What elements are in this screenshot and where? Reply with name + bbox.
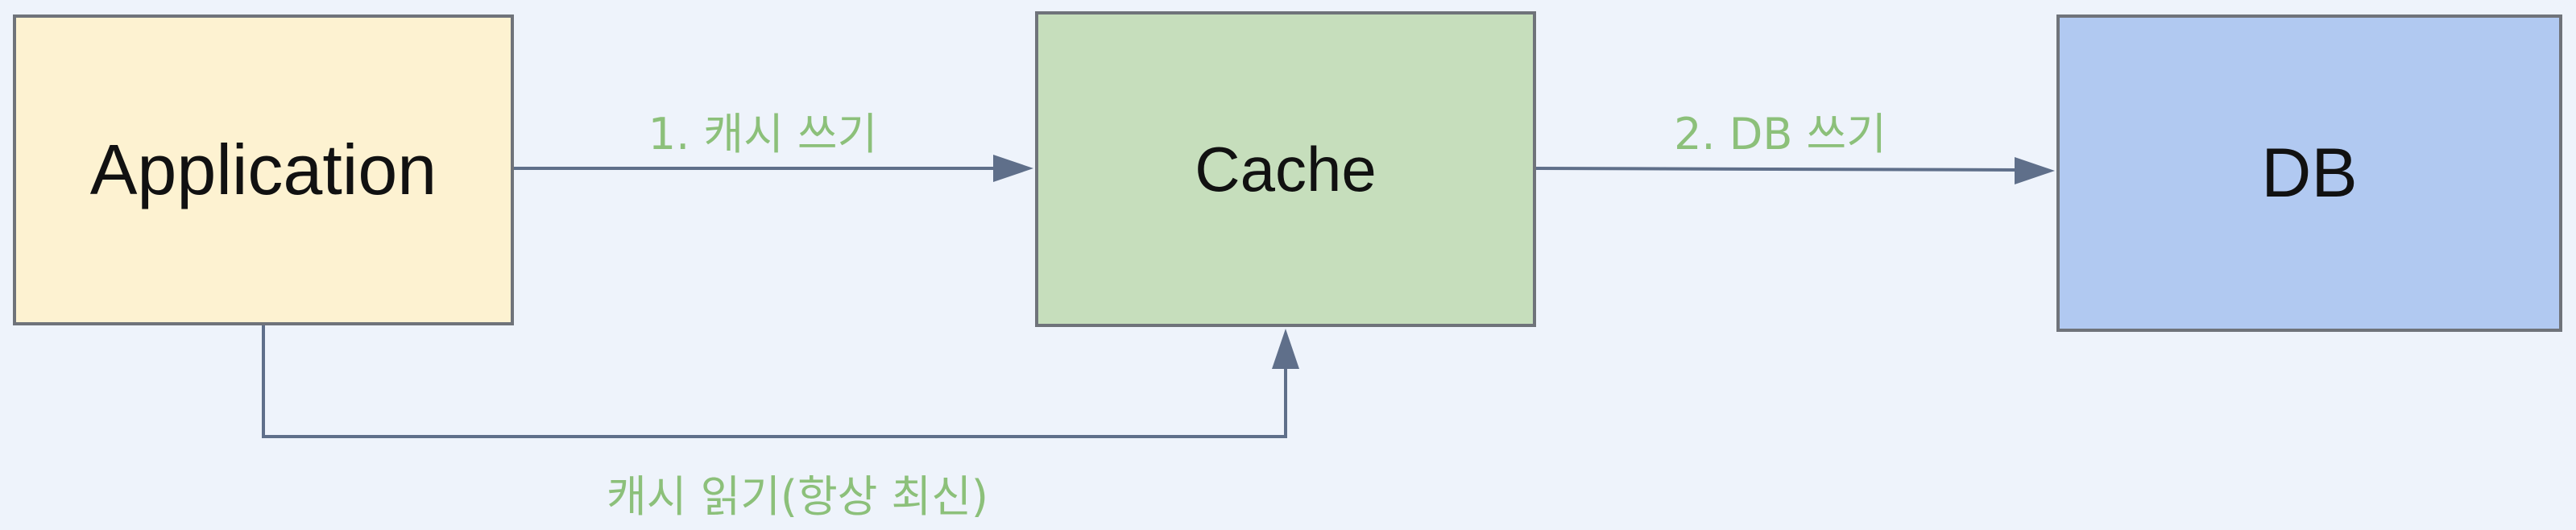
arrowhead-to-cache bbox=[993, 155, 1033, 182]
edge-label-write-cache: 1. 캐시 쓰기 bbox=[648, 109, 878, 159]
db-label: DB bbox=[2261, 134, 2358, 212]
db-node: DB bbox=[2056, 14, 2562, 332]
edge-cache-to-db bbox=[1535, 167, 2021, 172]
application-node: Application bbox=[13, 14, 514, 325]
application-label: Application bbox=[89, 130, 437, 209]
arrowhead-read-cache bbox=[1272, 329, 1299, 369]
edge-label-read-cache: 캐시 읽기(항상 최신) bbox=[607, 471, 988, 522]
cache-label: Cache bbox=[1195, 133, 1377, 205]
edge-label-write-db: 2. DB 쓰기 bbox=[1674, 109, 1886, 159]
arrowhead-to-db bbox=[2015, 157, 2055, 184]
edge-application-read-cache bbox=[262, 325, 1287, 438]
cache-node: Cache bbox=[1035, 11, 1536, 327]
